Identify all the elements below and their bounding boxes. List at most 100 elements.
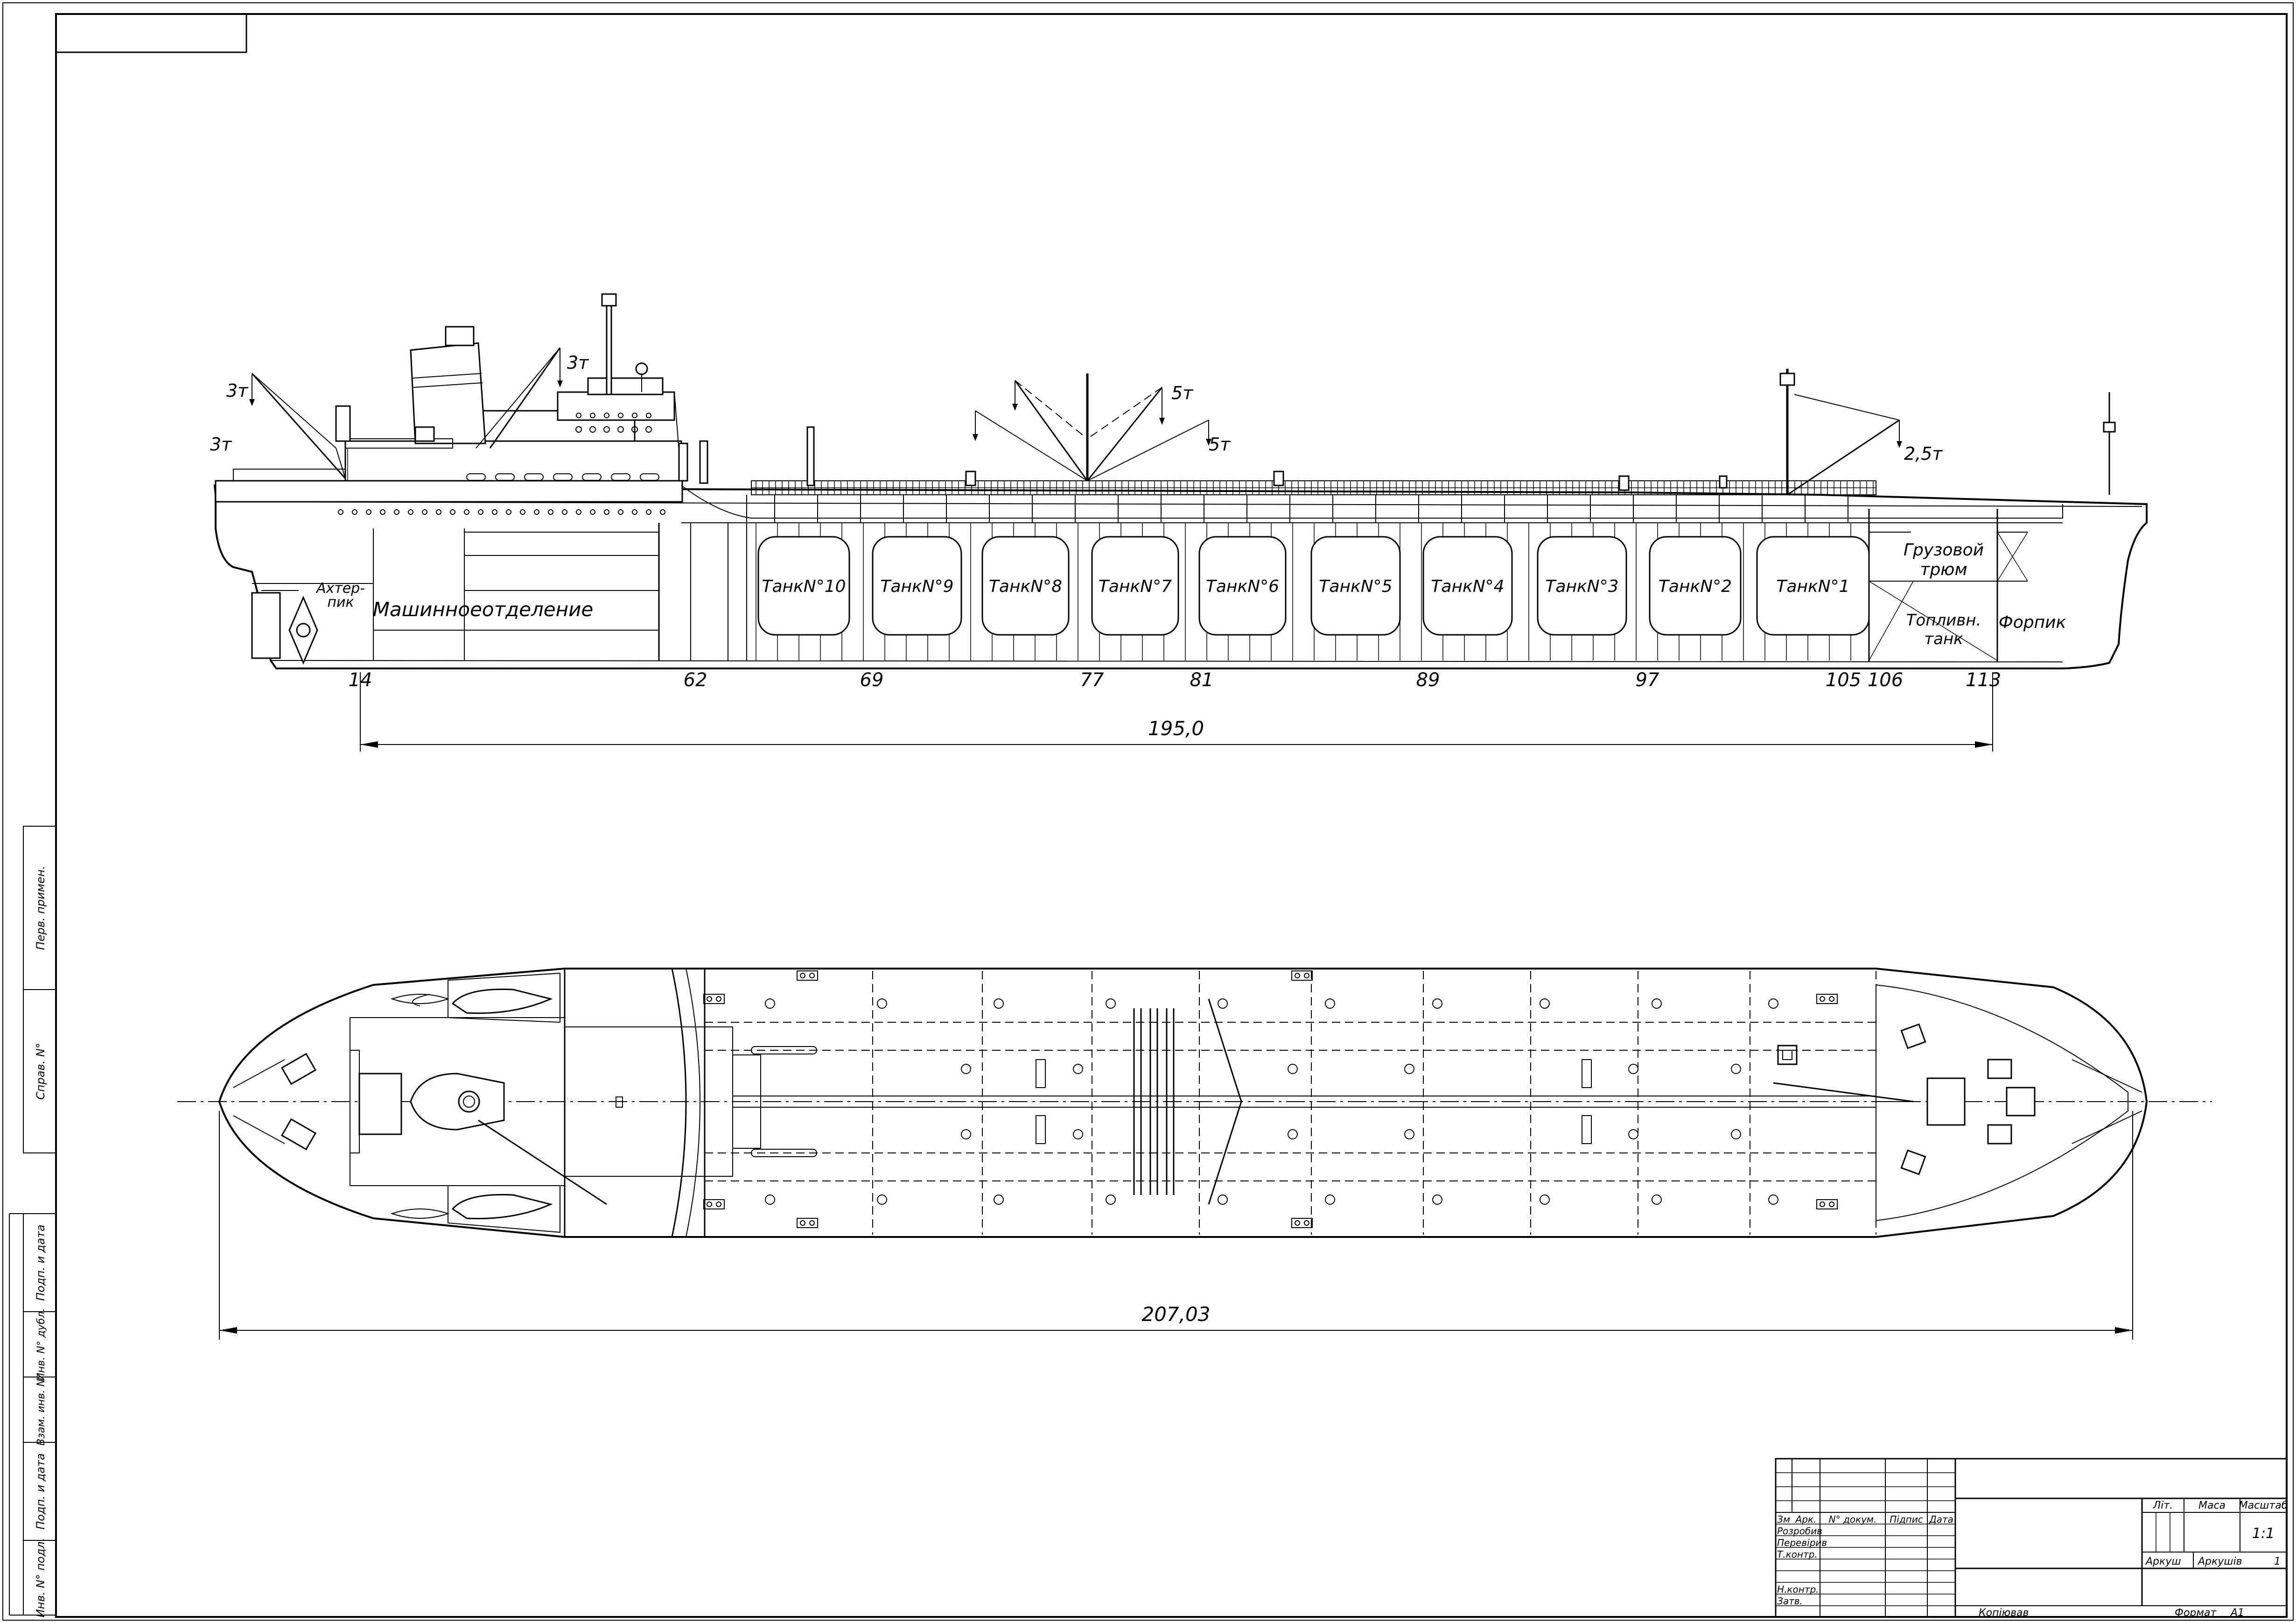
vent-icon (1652, 998, 1662, 1009)
vent-icon (1325, 998, 1335, 1009)
vent-icon (1404, 1064, 1414, 1074)
frame-62: 62 (684, 669, 707, 691)
tb-header-zm: Зм (1777, 1514, 1790, 1525)
bollard-icon (1816, 1199, 1838, 1209)
vent-icon (1628, 1129, 1638, 1139)
afterpeak-label-2: пик (327, 594, 354, 611)
valve-icon (1036, 1115, 1046, 1144)
afterpeak-label-1: Ахтер- (315, 580, 365, 597)
deck-cranes (249, 347, 2116, 496)
vent-icon (1325, 1194, 1335, 1205)
tb-copied-label: Копіював (1979, 1607, 2029, 1619)
vent-icon (1288, 1064, 1298, 1074)
vent-icon (765, 1194, 775, 1205)
tank-label: ТанкN°7 (1099, 577, 1172, 596)
tb-lit-label: Літ. (2153, 1500, 2173, 1511)
frame-89: 89 (1416, 669, 1440, 691)
bollard-icon (703, 1199, 725, 1209)
bollard-icon (1291, 1218, 1313, 1228)
side-length-dimension: 195,0 (360, 672, 1993, 752)
crane-label-mid-upper: 5т (1171, 383, 1194, 403)
stamp-podp-data-1: Подп. и дата (34, 1224, 47, 1301)
tank-outline (1091, 536, 1179, 636)
vent-icon (1218, 998, 1228, 1009)
vent-icon (1288, 1129, 1298, 1139)
tank-label: ТанкN°8 (989, 577, 1062, 596)
crane-labels: 3т 3т 3т 5т 5т 2,5т (210, 352, 1943, 464)
vent-icon (994, 998, 1004, 1009)
tb-scale-value: 1:1 (2252, 1525, 2275, 1542)
stamp-podp-data-2: Подп. и дата (34, 1453, 47, 1530)
tank-outline (1422, 536, 1513, 636)
title-block: Зм Арк. N° докум. Підпис Дата Розробив П… (1775, 1458, 2288, 1619)
vent-icon (1073, 1064, 1083, 1074)
frame-77: 77 (1080, 669, 1104, 691)
tank-outline (872, 536, 962, 636)
tank-label: ТанкN°6 (1206, 577, 1279, 596)
tb-role-ncontrol: Н.контр. (1777, 1584, 1819, 1595)
vent-icon (1432, 998, 1442, 1009)
valve-icon (1036, 1059, 1046, 1088)
tb-format-value: A1 (2230, 1607, 2244, 1619)
tb-header-ark: Арк. (1795, 1514, 1817, 1525)
plan-tank-panels (704, 968, 1876, 1237)
side-profile-view: ТанкN°10 ТанкN°9 ТанкN°8 ТанкN°7 ТанкN°6 Танк… (210, 293, 2148, 752)
plan-structures (233, 968, 2142, 1237)
fuel-tank-label-2: танк (1924, 630, 1963, 648)
tank-outline (1649, 536, 1742, 636)
stamp-inv-dubl: Инв. N° дубл. (35, 1308, 47, 1380)
vent-icon (1106, 1194, 1116, 1205)
aft-superstructure (215, 293, 708, 515)
pipe-connector (751, 1046, 817, 1054)
vent-icon (1731, 1129, 1741, 1139)
crane-label-mid-lower: 5т (1209, 434, 1231, 455)
plan-hull-outline (218, 968, 2148, 1238)
crane-label-forward: 2,5т (1904, 443, 1943, 464)
tank-outline (1756, 536, 1870, 636)
tank-label: ТанкN°9 (880, 577, 953, 596)
crane-label-funnel: 3т (567, 352, 589, 373)
vent-icon (877, 998, 887, 1009)
tank-outline (1537, 536, 1627, 636)
tank-label: ТанкN°5 (1319, 577, 1392, 596)
tb-role-developed: Розробив (1777, 1525, 1822, 1537)
tb-sheet-label: Аркуш (2145, 1556, 2181, 1567)
tank-outline (1310, 536, 1401, 636)
vent-icon (1540, 1194, 1550, 1205)
tb-header-sign: Підпис (1890, 1514, 1923, 1525)
side-length-value: 195,0 (1148, 717, 1204, 740)
tb-role-tcontrol: Т.контр. (1777, 1549, 1818, 1560)
vent-icon (1106, 998, 1116, 1009)
valve-icon (1582, 1059, 1592, 1088)
vent-icon (994, 1194, 1004, 1205)
cargo-tanks: ТанкN°10 ТанкN°9 ТанкN°8 ТанкN°7 ТанкN°6 Танк… (757, 536, 1870, 636)
tb-mass-label: Маса (2198, 1500, 2226, 1511)
side-hull-outline (213, 484, 2148, 669)
fuel-tank-label-1: Топливн. (1906, 611, 1981, 630)
bollard-icon (703, 994, 725, 1004)
frame-105: 105 (1826, 669, 1861, 691)
tank-label: ТанкN°2 (1659, 577, 1732, 596)
vent-icon (1731, 1064, 1741, 1074)
tb-format-label: Формат (2175, 1607, 2217, 1619)
deck-plan-view: 207,03 (177, 968, 2212, 1340)
plan-deck-fittings (703, 970, 1838, 1228)
vent-icon (1768, 1194, 1778, 1205)
stamp-vzam-inv: Взам. инв. N° (35, 1374, 47, 1446)
stamp-perv-primen: Перв. примен. (34, 866, 47, 950)
frame-97: 97 (1636, 669, 1659, 691)
tb-sheets-value: 1 (2274, 1556, 2281, 1567)
crane-label-aft-upper: 3т (226, 380, 249, 401)
tank-outline (981, 536, 1070, 636)
tank-label: ТанкN°10 (762, 577, 846, 596)
vent-icon (961, 1129, 971, 1139)
vent-icon (1218, 1194, 1228, 1205)
tb-header-doc: N° докум. (1829, 1514, 1877, 1525)
bollard-icon (1291, 970, 1313, 981)
vent-icon (1628, 1064, 1638, 1074)
stamp-sprav-no: Справ. N° (34, 1043, 47, 1100)
forepeak-label: Форпик (1999, 613, 2066, 632)
vent-icon (765, 998, 775, 1009)
margin-stamp: Перв. примен. Справ. N° Подп. и дата Инв… (9, 826, 56, 1617)
